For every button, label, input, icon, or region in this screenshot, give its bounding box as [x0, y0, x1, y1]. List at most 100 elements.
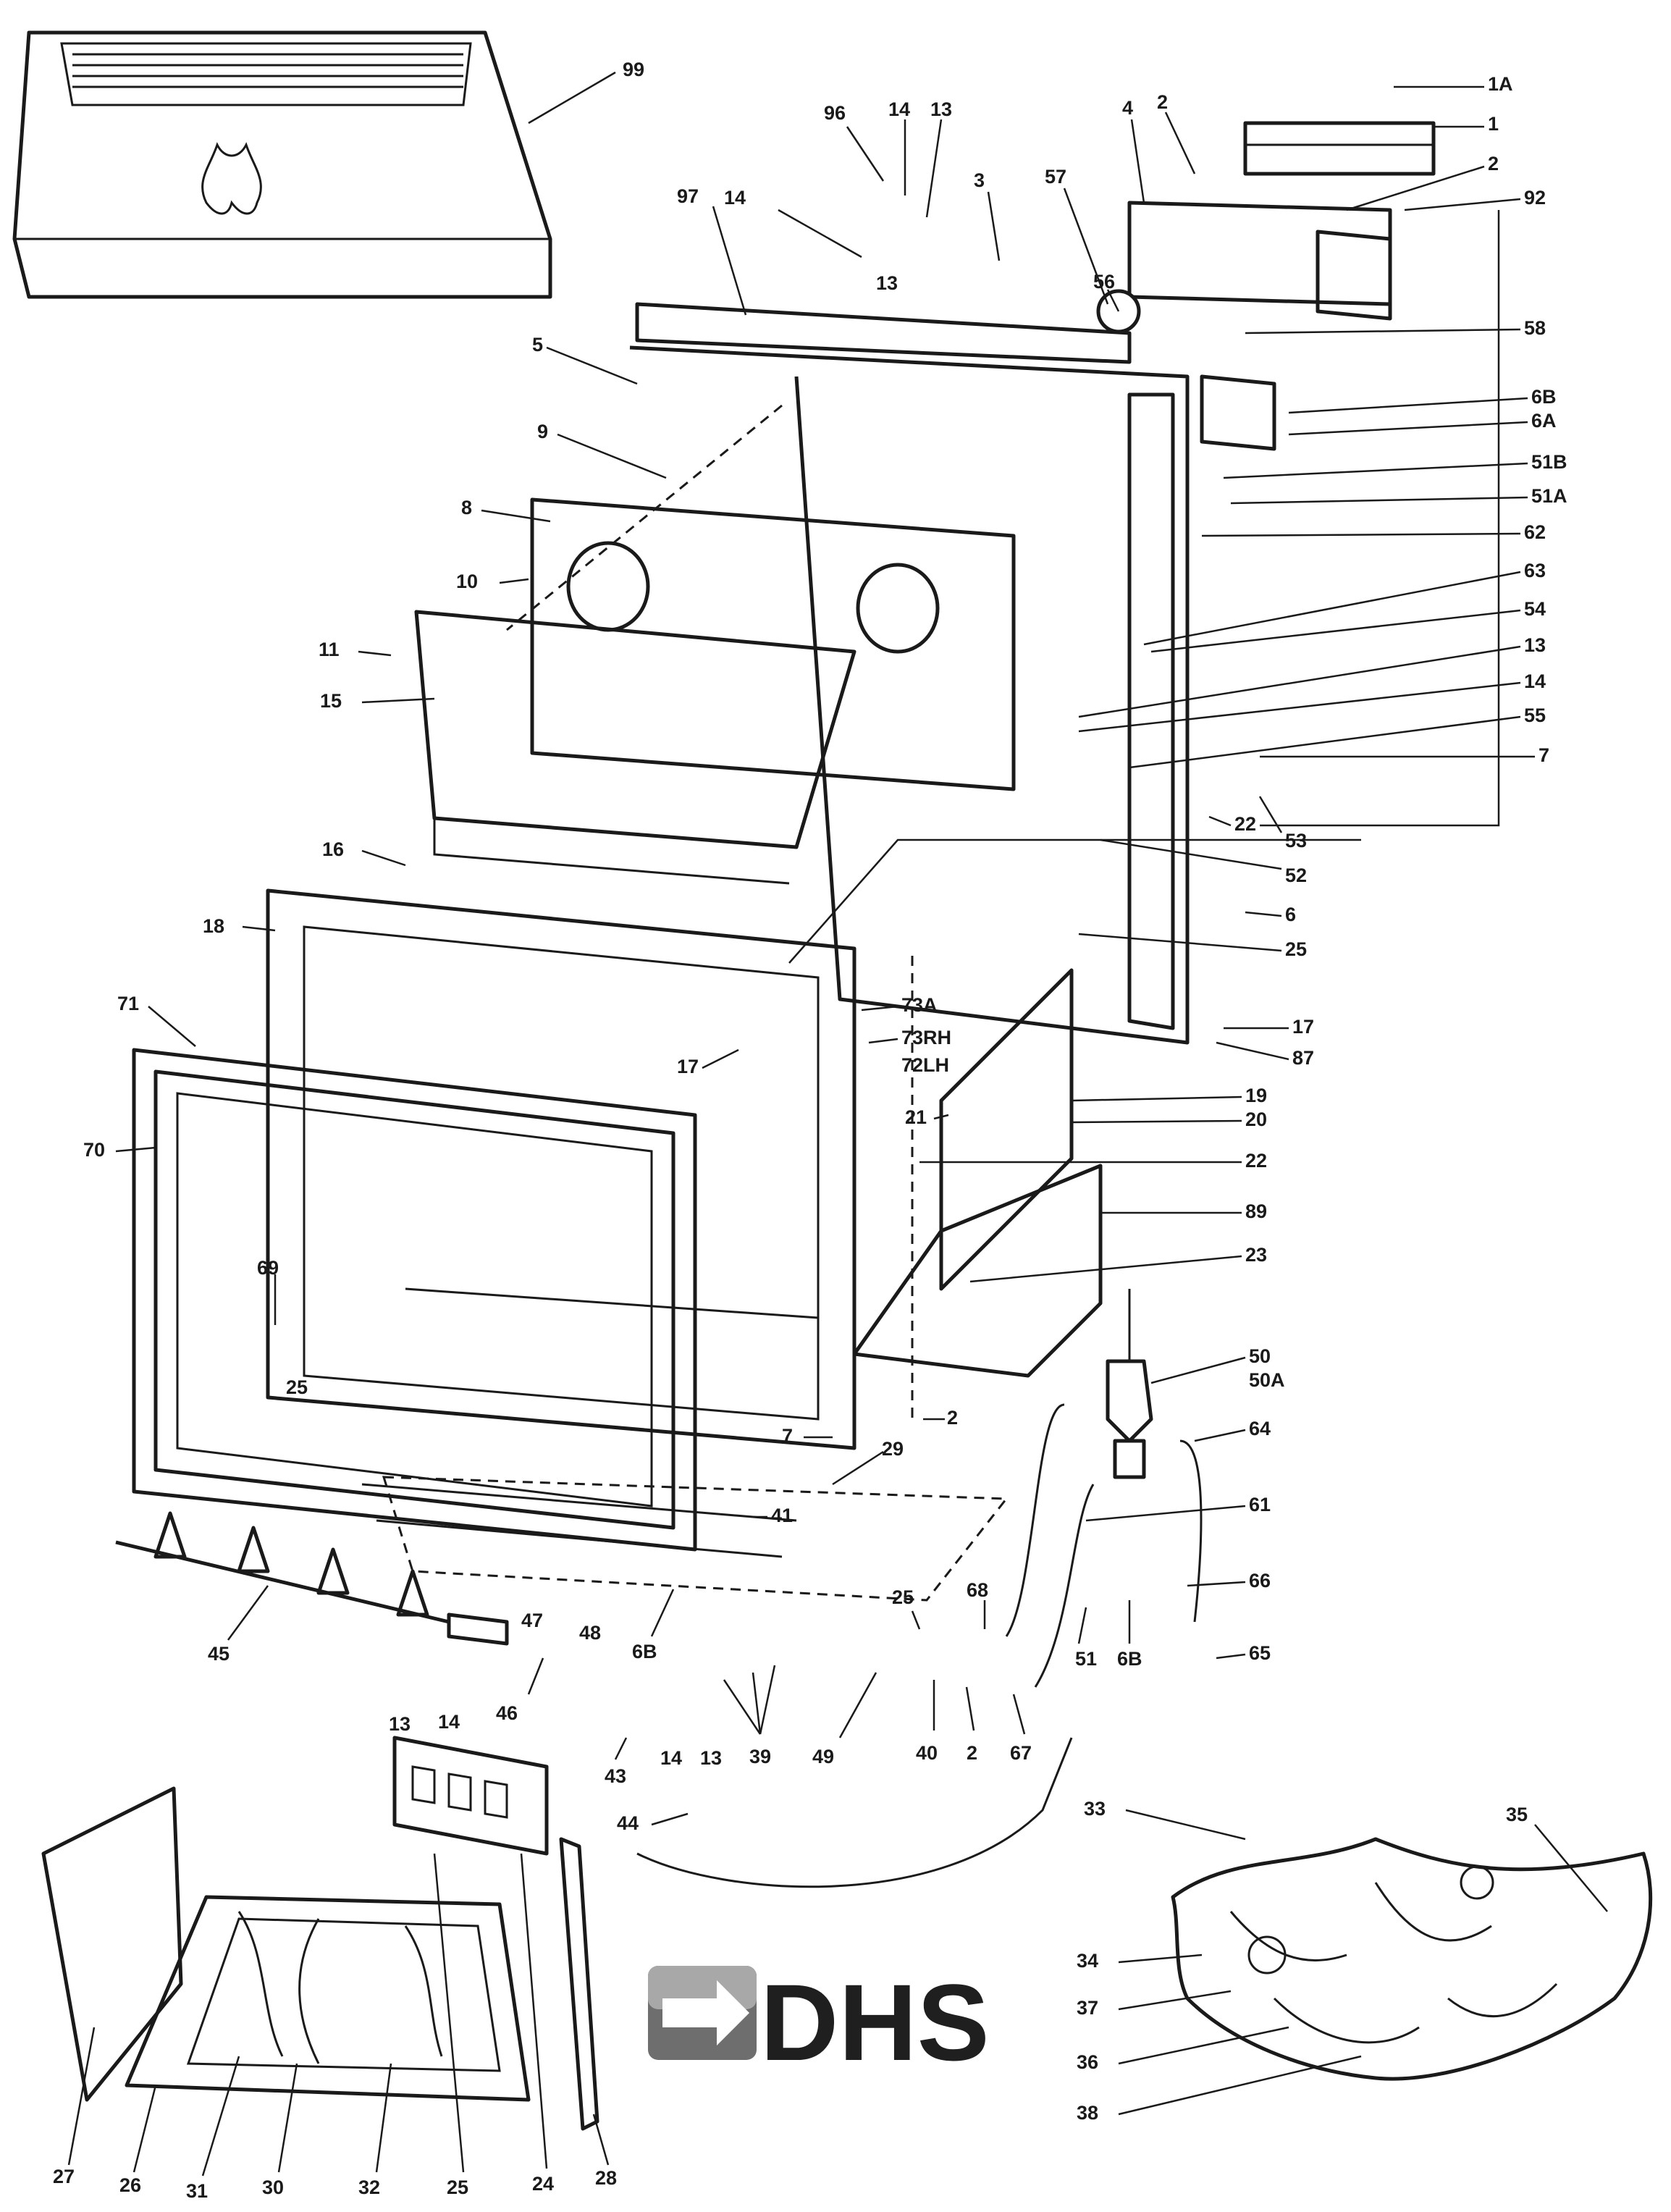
label-51B: 51B	[1531, 451, 1567, 473]
label-55: 55	[1524, 705, 1546, 726]
label-25b: 25	[286, 1376, 308, 1398]
gas-valve-assembly	[1005, 1289, 1203, 1688]
label-14b: 14	[724, 187, 746, 209]
label-6A: 6A	[1531, 410, 1557, 432]
label-18: 18	[203, 915, 224, 937]
label-14c: 14	[1524, 670, 1546, 692]
label-22a: 22	[1234, 813, 1256, 835]
label-13e: 13	[700, 1747, 722, 1769]
label-40: 40	[916, 1742, 938, 1764]
label-20: 20	[1245, 1109, 1267, 1130]
label-48: 48	[579, 1622, 601, 1644]
label-10: 10	[456, 571, 478, 592]
label-73A: 73A	[901, 994, 938, 1016]
label-2d: 2	[967, 1742, 977, 1764]
grate-base	[125, 1895, 531, 2102]
label-97: 97	[677, 185, 699, 207]
label-47: 47	[521, 1610, 543, 1631]
canopy-15	[414, 610, 856, 885]
side-strip-28	[559, 1837, 599, 2131]
label-13d: 13	[389, 1713, 411, 1735]
label-17b: 17	[1292, 1016, 1314, 1038]
label-1: 1	[1488, 113, 1499, 135]
label-46: 46	[496, 1702, 518, 1724]
label-13a: 13	[930, 98, 952, 120]
control-panel-24	[392, 1736, 549, 1856]
label-25c: 25	[892, 1586, 914, 1608]
label-33: 33	[1084, 1798, 1106, 1820]
burner-tray	[361, 1476, 1009, 1602]
label-29: 29	[882, 1438, 904, 1460]
label-70: 70	[83, 1139, 105, 1161]
reference-lines	[506, 210, 1500, 1888]
label-73RH: 73RH	[901, 1027, 951, 1048]
label-43: 43	[605, 1765, 626, 1787]
log-set	[1171, 1837, 1653, 2081]
label-50A: 50A	[1249, 1369, 1285, 1391]
callout-labels: 99 96 14 13 97 14 13 3 57 4 2 1A 1 2 92 …	[53, 59, 1608, 2202]
side-panel-27	[41, 1786, 183, 2102]
label-5: 5	[532, 334, 543, 356]
label-14e: 14	[660, 1747, 682, 1769]
label-37: 37	[1077, 1997, 1098, 2019]
label-27: 27	[53, 2166, 75, 2187]
label-28: 28	[595, 2167, 617, 2189]
label-1A: 1A	[1488, 73, 1513, 95]
label-64: 64	[1249, 1418, 1271, 1439]
label-62: 62	[1524, 521, 1546, 543]
label-30: 30	[262, 2177, 284, 2198]
label-34: 34	[1077, 1950, 1098, 1972]
label-31: 31	[186, 2180, 208, 2202]
label-71: 71	[117, 993, 139, 1014]
label-6: 6	[1285, 904, 1296, 925]
label-53: 53	[1285, 830, 1307, 851]
label-6B-b: 6B	[1117, 1648, 1142, 1670]
label-65: 65	[1249, 1642, 1271, 1664]
label-38: 38	[1077, 2102, 1098, 2124]
label-11: 11	[319, 639, 340, 660]
label-22b: 22	[1245, 1150, 1267, 1172]
label-54: 54	[1524, 598, 1546, 620]
side-panel-19	[852, 968, 1103, 1378]
label-8: 8	[461, 497, 472, 518]
dhs-logo: DHS	[648, 1961, 990, 2083]
label-44: 44	[617, 1812, 639, 1834]
label-99: 99	[623, 59, 644, 80]
label-26: 26	[119, 2174, 141, 2196]
label-32: 32	[358, 2177, 380, 2198]
label-9: 9	[537, 421, 548, 442]
label-87: 87	[1292, 1047, 1314, 1069]
label-69: 69	[257, 1257, 279, 1279]
label-3: 3	[974, 169, 985, 191]
label-57: 57	[1045, 166, 1066, 188]
label-51A: 51A	[1531, 485, 1567, 507]
label-21: 21	[905, 1106, 927, 1128]
label-25a: 25	[1285, 938, 1307, 960]
label-41: 41	[771, 1505, 793, 1526]
label-72LH: 72LH	[901, 1054, 949, 1076]
label-67: 67	[1010, 1742, 1032, 1764]
label-89: 89	[1245, 1200, 1267, 1222]
label-96: 96	[824, 102, 846, 124]
label-49: 49	[812, 1746, 834, 1767]
label-2c: 2	[947, 1407, 958, 1429]
firebox-shell	[629, 302, 1190, 1045]
label-17a: 17	[677, 1056, 699, 1077]
label-2b: 2	[1488, 153, 1499, 174]
label-13b: 13	[876, 272, 898, 294]
label-35: 35	[1506, 1804, 1528, 1825]
label-61: 61	[1249, 1494, 1271, 1515]
label-19: 19	[1245, 1085, 1267, 1106]
inner-box-18	[266, 888, 856, 1450]
label-51: 51	[1075, 1648, 1097, 1670]
label-52: 52	[1285, 865, 1307, 886]
label-39: 39	[749, 1746, 771, 1767]
label-13c: 13	[1524, 634, 1546, 656]
label-7b: 7	[782, 1425, 793, 1447]
part-hood-99	[12, 30, 552, 299]
label-16: 16	[322, 838, 344, 860]
label-6B-c: 6B	[632, 1641, 657, 1662]
arrow-icon	[662, 1980, 749, 2045]
label-58: 58	[1524, 317, 1546, 339]
